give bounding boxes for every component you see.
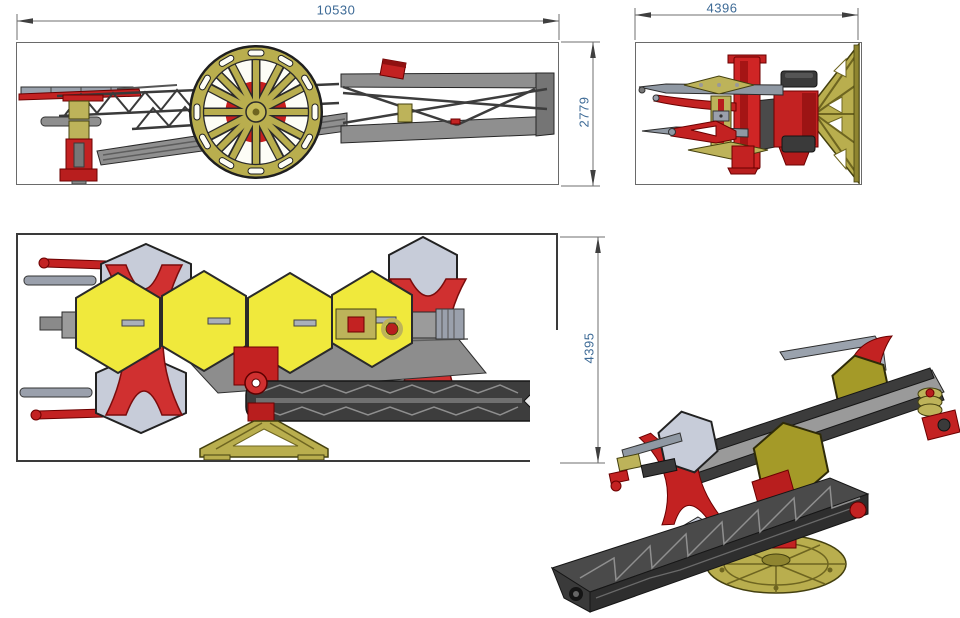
- isometric-view-drawing: [550, 335, 960, 613]
- engine-block: [780, 70, 818, 88]
- dimension-overall-width[interactable]: 4396: [706, 0, 738, 16]
- mast: [59, 94, 104, 184]
- wheel-slots: [193, 49, 319, 175]
- arm-bracket: [335, 308, 403, 340]
- panel-pins: [121, 316, 397, 327]
- dimension-overall-height[interactable]: 2779: [576, 96, 592, 128]
- fan-base: [811, 43, 860, 184]
- arm-left-fittings: [608, 432, 683, 492]
- bottom-column: [727, 145, 759, 175]
- arm-end-fitting: [917, 387, 960, 441]
- side-view[interactable]: [16, 42, 559, 185]
- top-view[interactable]: [16, 233, 558, 462]
- rear-truss: [340, 58, 555, 144]
- dimension-overall-length[interactable]: 10530: [316, 2, 356, 18]
- pedestal-base: [199, 402, 329, 460]
- top-view-drawing: [19, 235, 555, 460]
- lattice-boom: [245, 380, 555, 422]
- dimension-plan-depth[interactable]: 4395: [581, 332, 597, 364]
- side-view-drawing: [18, 45, 555, 184]
- isometric-view[interactable]: [530, 330, 960, 618]
- lattice-boom-iso: [550, 477, 870, 613]
- front-view-drawing: [638, 43, 860, 184]
- silver-panel-iso: [657, 410, 719, 474]
- machine-body: [773, 90, 819, 166]
- front-view[interactable]: [635, 42, 862, 185]
- spoked-wheel: [189, 45, 323, 179]
